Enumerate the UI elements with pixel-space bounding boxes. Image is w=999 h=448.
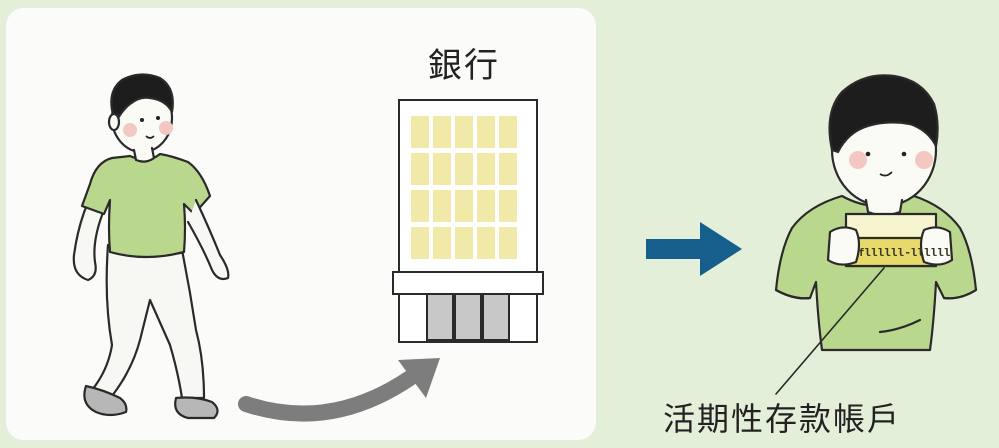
bank-window [499, 116, 517, 148]
bank-window [411, 190, 429, 222]
curved-arrow-icon [238, 358, 440, 422]
walking-person-illustration [72, 73, 230, 420]
bank-window [499, 227, 517, 259]
account-label: 活期性存款帳戶 [663, 400, 902, 438]
bank-label: 銀行 [428, 46, 500, 86]
bank-building-icon [392, 99, 544, 343]
bank-window [411, 153, 429, 185]
bank-window [499, 153, 517, 185]
bank-window [411, 116, 429, 148]
bank-window [455, 153, 473, 185]
bank-window [433, 153, 451, 185]
bank-window [477, 153, 495, 185]
bank-window [433, 116, 451, 148]
person-holding-passbook-illustration [774, 74, 978, 395]
bank-window [455, 227, 473, 259]
bank-window [477, 227, 495, 259]
bank-window [499, 190, 517, 222]
bank-window [411, 227, 429, 259]
bank-window [433, 190, 451, 222]
bank-window [477, 190, 495, 222]
bank-window [477, 116, 495, 148]
bank-window [455, 190, 473, 222]
right-arrow-icon [646, 222, 742, 276]
passbook-text: fllllll-llllll [858, 246, 951, 259]
bank-window [455, 116, 473, 148]
bank-window [433, 227, 451, 259]
